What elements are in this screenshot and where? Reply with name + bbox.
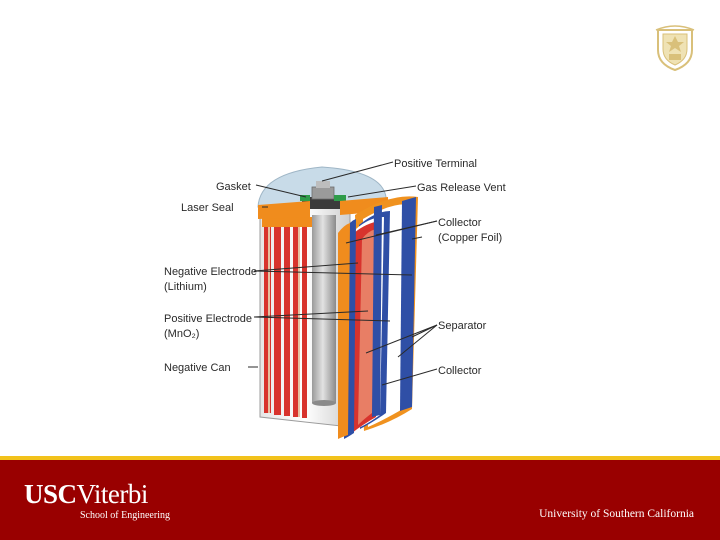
logo-viterbi: Viterbi xyxy=(76,479,149,509)
usc-seal-icon xyxy=(655,25,695,72)
label-mno2: (MnO₂) xyxy=(164,328,199,340)
label-laser-seal: Laser Seal xyxy=(181,202,234,214)
laser-seal xyxy=(258,201,310,219)
label-gas-release-vent: Gas Release Vent xyxy=(417,182,506,194)
label-positive-terminal: Positive Terminal xyxy=(394,158,477,170)
gasket xyxy=(302,197,342,209)
label-negative-can: Negative Can xyxy=(164,362,231,374)
label-gasket: Gasket xyxy=(216,181,251,193)
electrode-stripes xyxy=(264,227,307,418)
university-name: University of Southern California xyxy=(539,508,694,520)
center-core xyxy=(312,215,336,403)
label-separator: Separator xyxy=(438,320,487,332)
battery-diagram: Positive Terminal Gasket Gas Release Ven… xyxy=(164,158,506,439)
footer-bar: USCViterbi School of Engineering Univers… xyxy=(0,460,720,540)
label-lithium: (Lithium) xyxy=(164,281,207,293)
label-copper-foil: (Copper Foil) xyxy=(438,232,502,244)
gas-release-vent xyxy=(334,195,346,201)
label-collector-top: Collector xyxy=(438,217,482,229)
positive-terminal xyxy=(311,186,335,200)
logo-usc: USC xyxy=(24,479,77,509)
usc-viterbi-logo: USCViterbi xyxy=(24,480,148,508)
unrolled-layers xyxy=(338,196,418,439)
label-negative-electrode: Negative Electrode xyxy=(164,266,257,278)
school-name: School of Engineering xyxy=(80,510,170,521)
collector-band xyxy=(262,217,332,227)
label-positive-electrode: Positive Electrode xyxy=(164,313,252,325)
label-collector-bottom: Collector xyxy=(438,365,482,377)
footer-accent-line xyxy=(0,456,720,460)
